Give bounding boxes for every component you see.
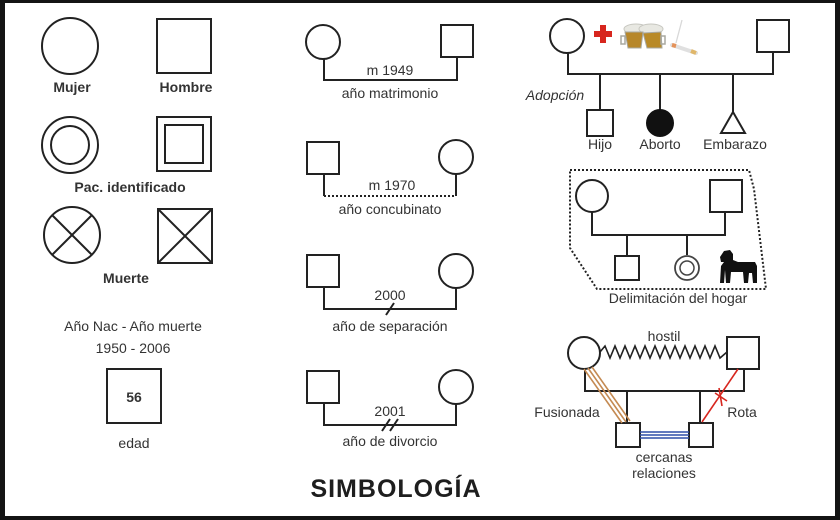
- broken-line: [701, 368, 739, 423]
- death-label: Muerte: [103, 270, 149, 286]
- close-line: [640, 431, 689, 439]
- fused-label: Fusionada: [534, 404, 600, 420]
- abortion-label: Aborto: [639, 136, 680, 152]
- cohabitation-year: m 1970: [369, 177, 416, 193]
- cohabitation-label: año concubinato: [339, 201, 442, 217]
- close-label-2: relaciones: [632, 465, 696, 481]
- lifespan-value: 1950 - 2006: [96, 340, 171, 356]
- female-label: Mujer: [53, 79, 91, 95]
- pregnancy-symbol: [719, 109, 747, 134]
- divorce-year: 2001: [374, 403, 405, 419]
- child-son-symbol: [586, 109, 614, 137]
- adoption-label: Adopción: [525, 87, 585, 103]
- fused-line: [583, 366, 631, 424]
- index-patient-label: Pac. identificado: [74, 179, 185, 195]
- pregnancy-label: Embarazo: [703, 136, 767, 152]
- cohabitation-diagram: [306, 139, 474, 197]
- lifespan-header: Año Nac - Año muerte: [64, 318, 202, 334]
- index-female-symbol: [41, 116, 99, 174]
- cigarette-icon: [670, 19, 698, 55]
- separation-label: año de separación: [332, 318, 447, 334]
- red-cross-icon: [594, 25, 612, 43]
- marriage-year: m 1949: [367, 62, 414, 78]
- deceased-male-symbol: [157, 208, 213, 264]
- marriage-diagram: [305, 24, 474, 81]
- relations-diagram: [567, 336, 760, 448]
- family-diagram: [549, 18, 790, 112]
- index-child-female-symbol: [674, 255, 700, 281]
- separation-year: 2000: [374, 287, 405, 303]
- beer-mugs-icon: [620, 23, 666, 49]
- hostile-label: hostil: [648, 328, 681, 344]
- household-label: Delimitación del hogar: [609, 290, 748, 306]
- broken-label: Rota: [727, 404, 757, 420]
- deceased-female-symbol: [43, 206, 101, 264]
- marriage-label: año matrimonio: [342, 85, 439, 101]
- abortion-symbol: [646, 109, 674, 137]
- household-family: [575, 179, 743, 281]
- age-label: edad: [118, 435, 149, 451]
- female-symbol: [41, 17, 99, 75]
- child-son-label: Hijo: [588, 136, 612, 152]
- divorce-diagram: [306, 369, 474, 432]
- age-value: 56: [126, 389, 142, 405]
- hostile-line: [599, 343, 728, 361]
- separation-diagram: [306, 253, 474, 316]
- male-symbol: [156, 18, 212, 74]
- index-male-symbol: [156, 116, 212, 172]
- male-label: Hombre: [160, 79, 213, 95]
- divorce-label: año de divorcio: [343, 433, 438, 449]
- close-label-1: cercanas: [636, 449, 693, 465]
- household-boundary: [569, 169, 768, 290]
- age-box: [106, 368, 162, 424]
- dog-icon: [720, 250, 757, 283]
- page-title: SIMBOLOGÍA: [310, 474, 481, 503]
